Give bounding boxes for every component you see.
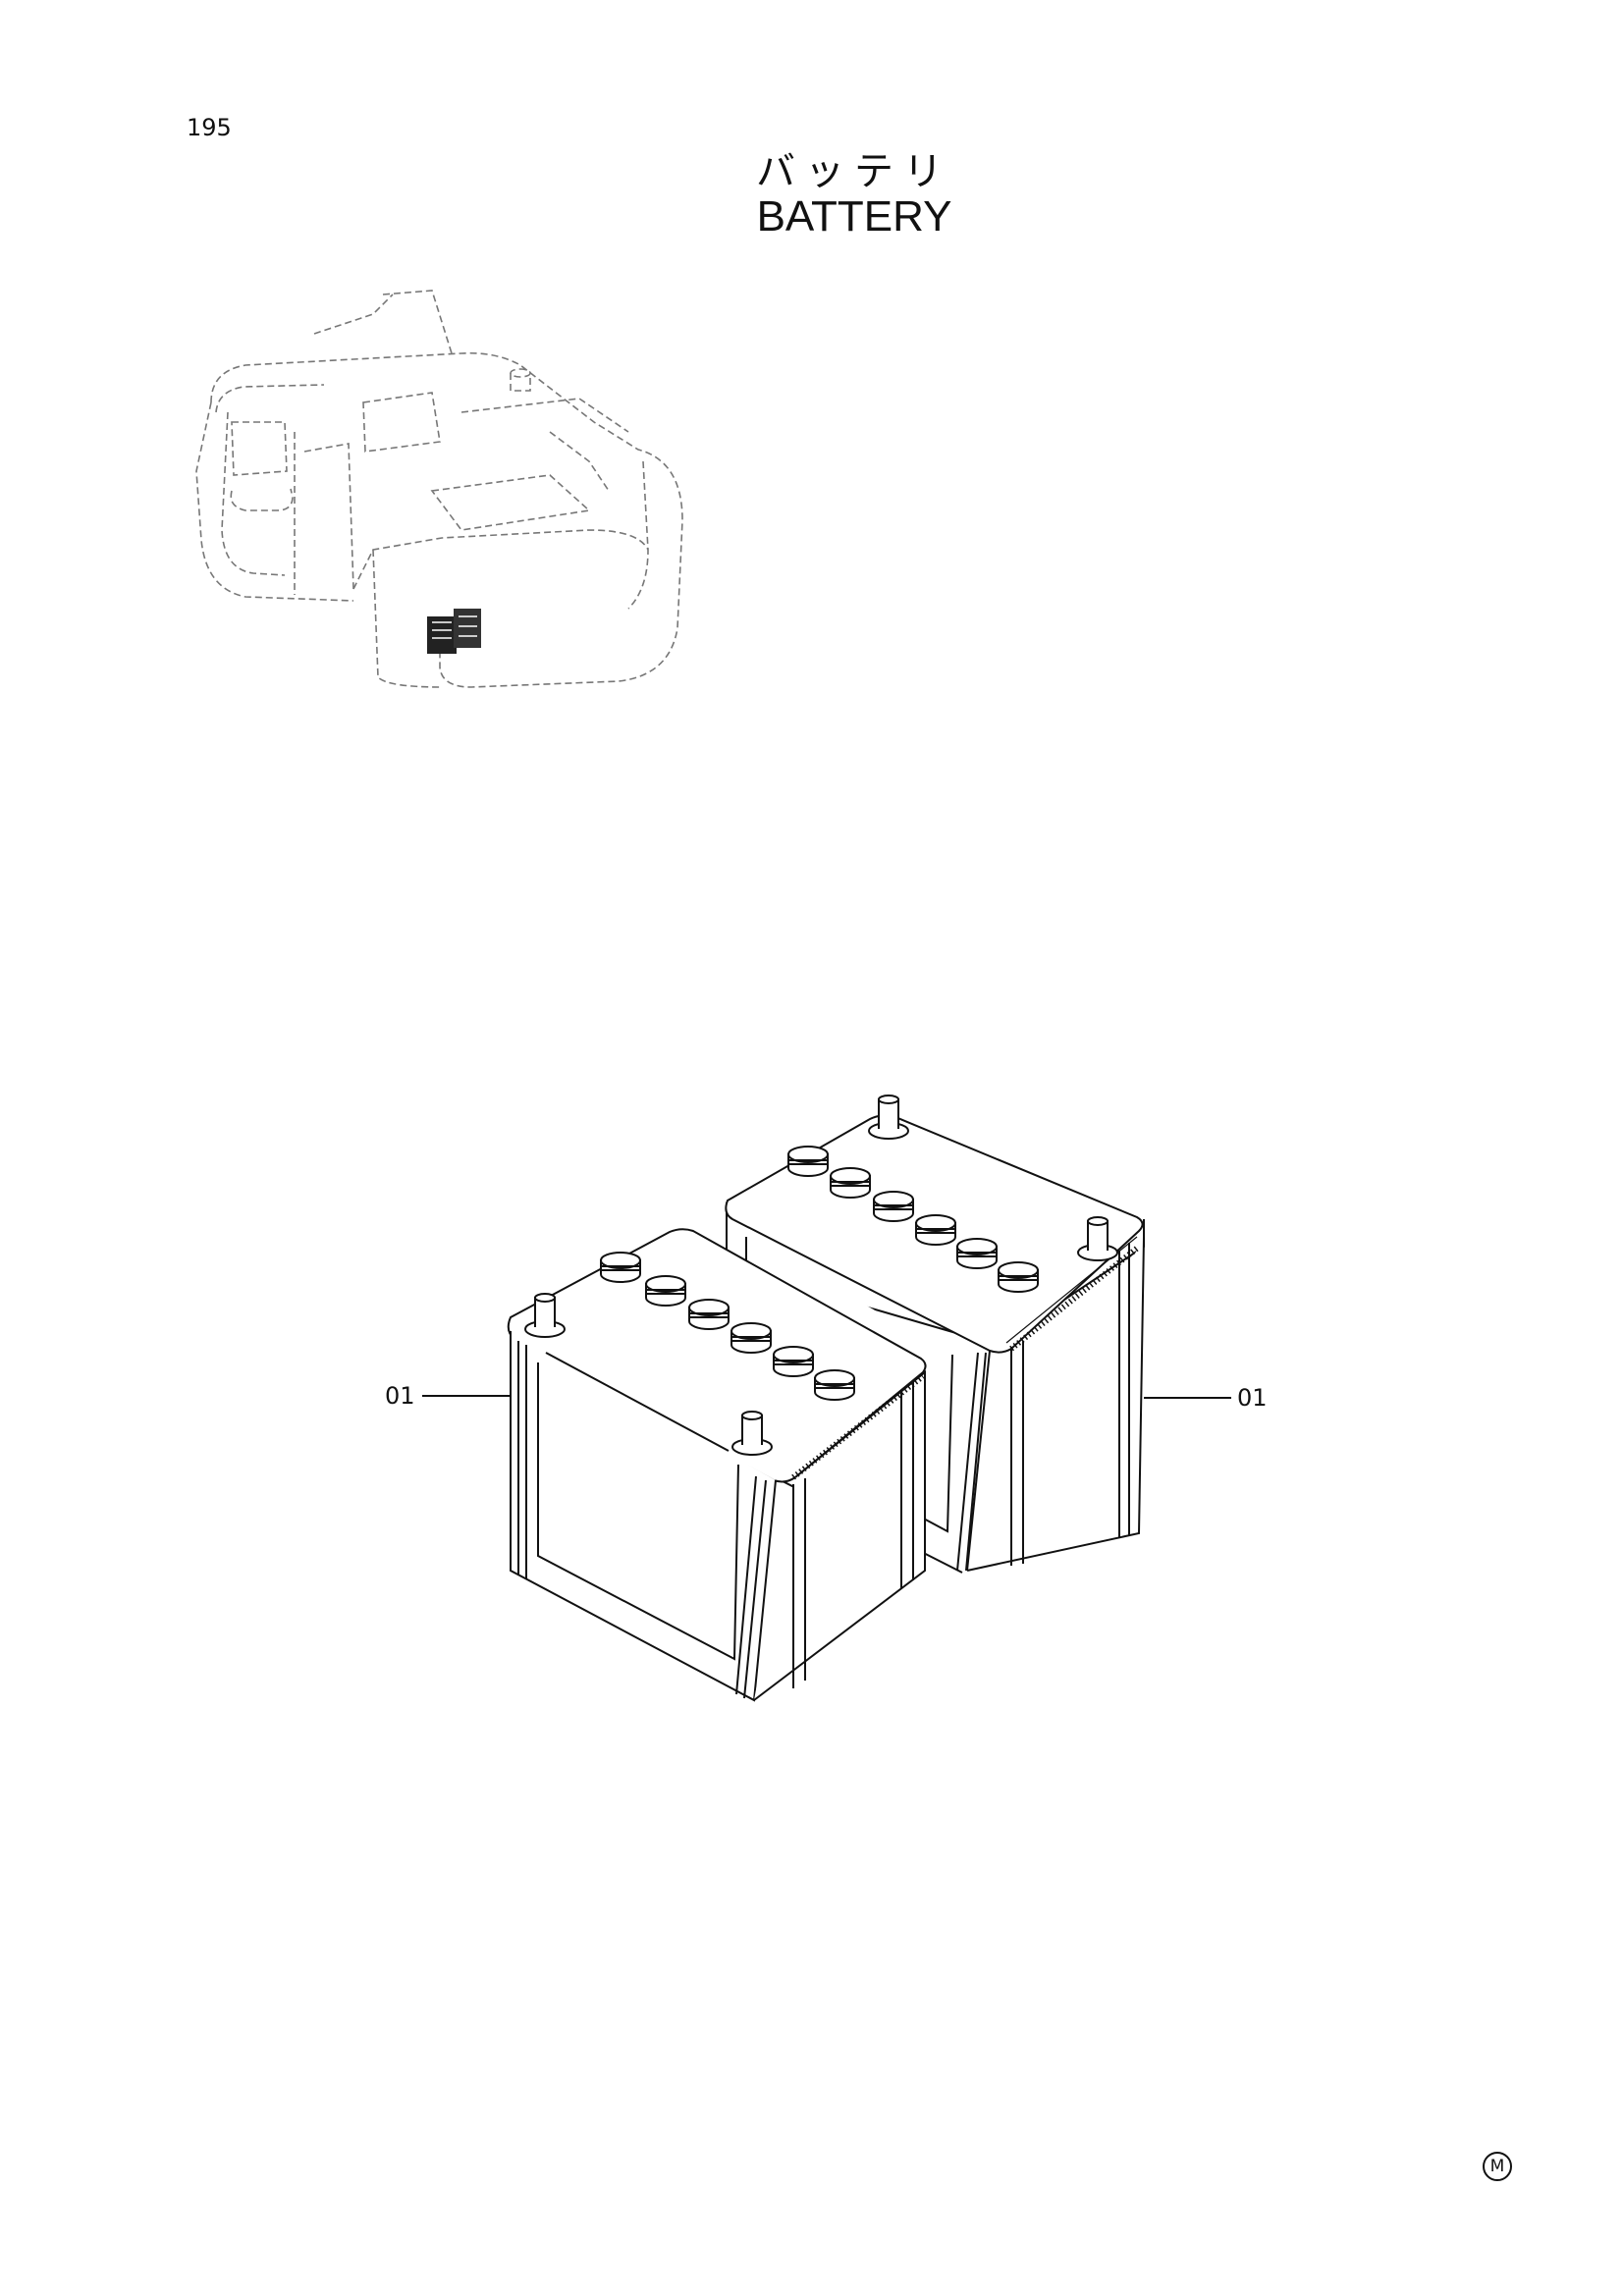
cap — [730, 1322, 772, 1354]
cap — [873, 1191, 914, 1222]
cap — [688, 1299, 730, 1330]
battery-front-illustration — [507, 1228, 927, 1702]
title-english: BATTERY — [756, 192, 952, 240]
battery-front-caps — [524, 1252, 855, 1456]
cap — [915, 1214, 956, 1246]
battery-back-caps — [787, 1095, 1118, 1293]
callout-label-right: 01 — [1237, 1384, 1268, 1412]
callout-label-left: 01 — [385, 1382, 415, 1410]
page-number: 195 — [187, 114, 232, 141]
cap — [956, 1238, 998, 1269]
cap — [998, 1261, 1039, 1293]
cap — [787, 1146, 829, 1177]
terminal — [731, 1411, 773, 1456]
terminal — [524, 1293, 566, 1338]
battery-location-marker — [427, 609, 481, 654]
cap — [773, 1346, 814, 1377]
circled-m-mark: M — [1483, 2152, 1512, 2181]
cap — [645, 1275, 686, 1307]
machine-overview-illustration — [195, 290, 683, 688]
terminal — [1077, 1216, 1118, 1261]
cap — [600, 1252, 641, 1283]
cap — [830, 1167, 871, 1199]
terminal — [868, 1095, 909, 1140]
cap — [814, 1369, 855, 1401]
title-japanese: バッテリ — [756, 149, 952, 194]
